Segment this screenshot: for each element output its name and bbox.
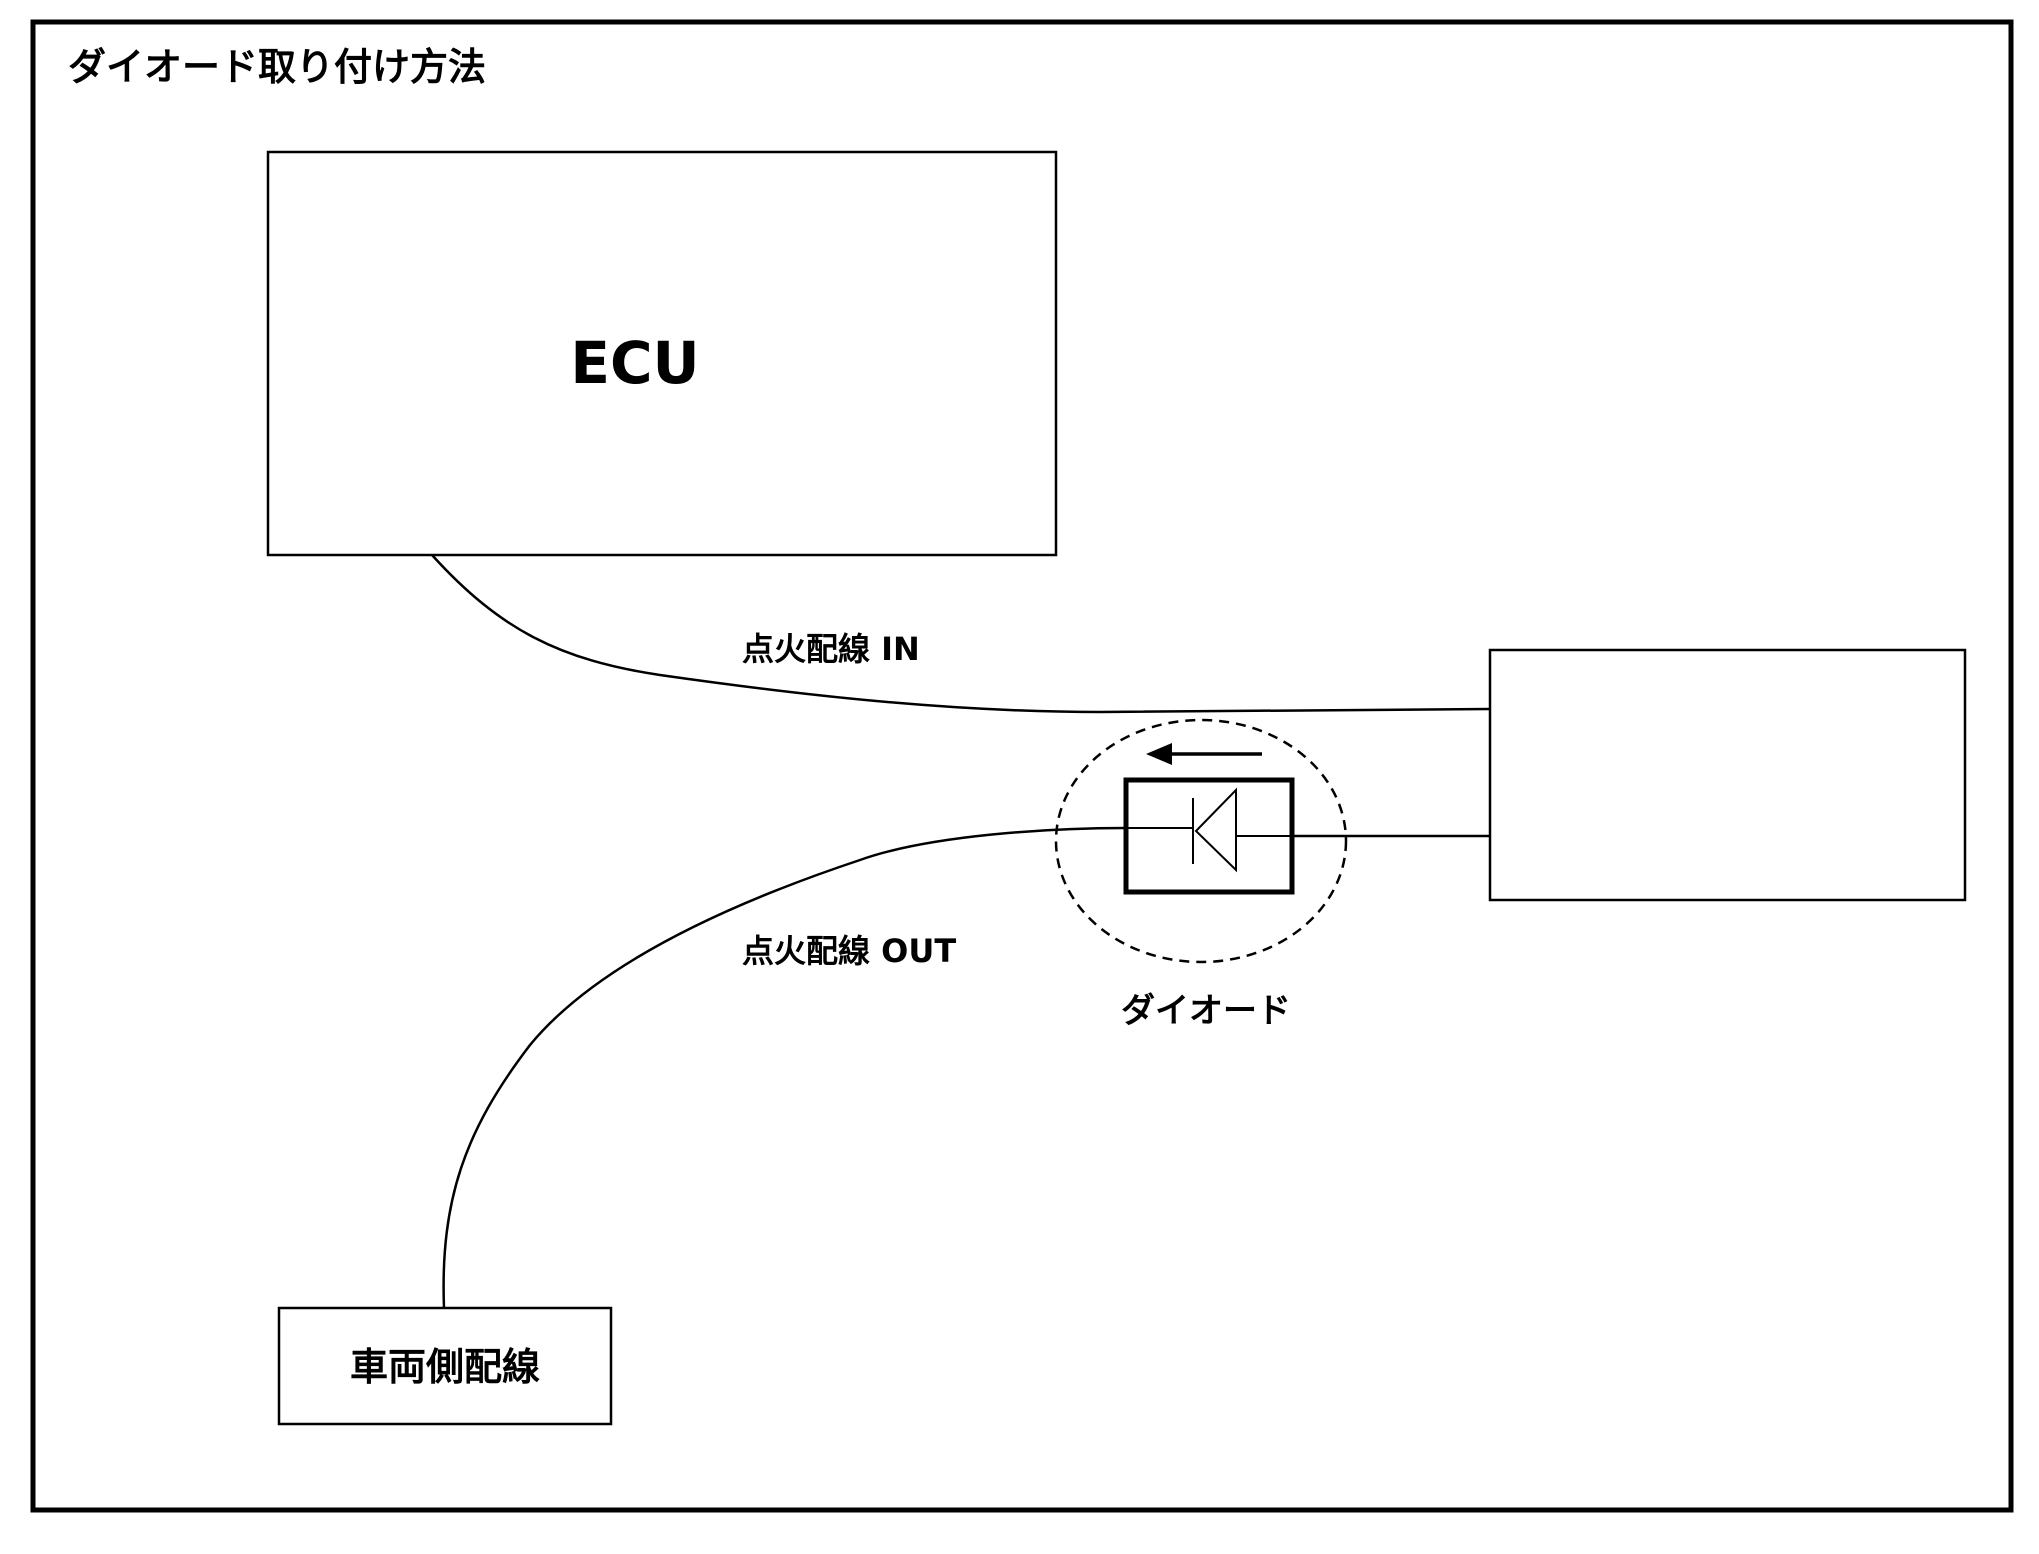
diode-label: ダイオード (1121, 991, 1291, 1031)
ignition-wire-out-label: 点火配線 OUT (742, 932, 956, 970)
connector-box (1488, 648, 1967, 902)
diagram-frame (30, 19, 2014, 1513)
ignition-wire-out (442, 826, 1127, 1309)
ecu-label: ECU (570, 329, 699, 397)
diode-highlight-circle (1054, 718, 1348, 964)
ignition-wire-in (431, 554, 1491, 714)
diode-symbol-icon (1194, 787, 1237, 873)
current-direction-arrow-icon (1146, 743, 1172, 765)
vehicle-harness-box (277, 1306, 613, 1426)
vehicle-harness-label: 車両側配線 (350, 1345, 540, 1389)
diagram-title: ダイオード取り付け方法 (68, 45, 486, 89)
ecu-box (266, 150, 1058, 557)
ignition-wire-in-label: 点火配線 IN (742, 630, 920, 668)
